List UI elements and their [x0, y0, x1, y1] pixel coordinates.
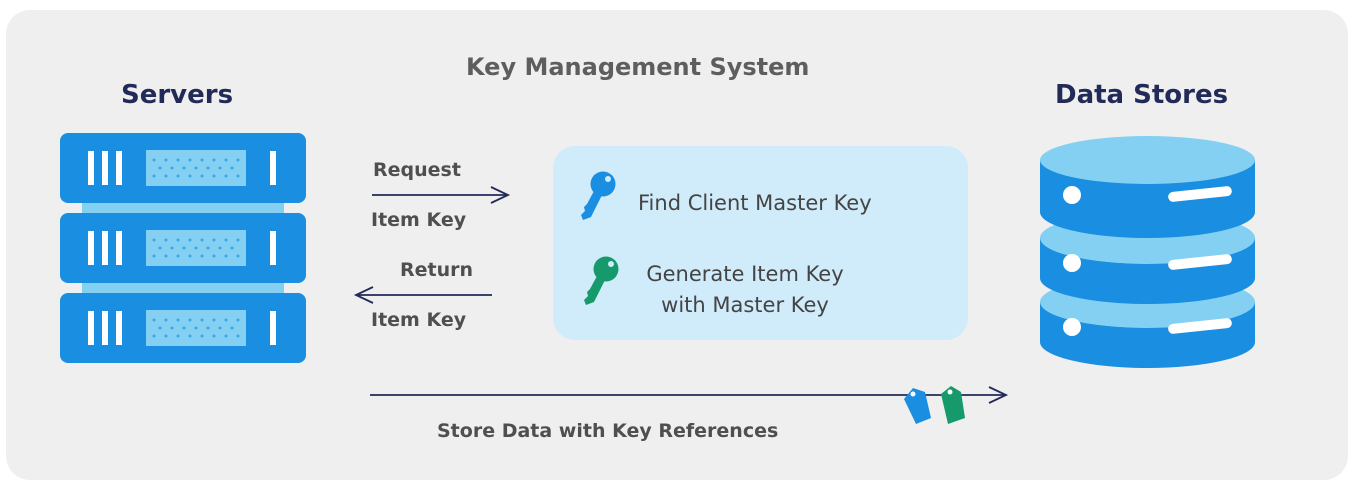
request-arrow: [372, 186, 511, 204]
find-master-key-text: Find Client Master Key: [638, 191, 872, 215]
server-unit-3: [60, 293, 306, 363]
store-arrow: [370, 386, 1009, 404]
return-arrow: [353, 286, 492, 304]
server-unit-1: [60, 133, 306, 203]
return-label-line1: Return: [400, 259, 474, 281]
tag-icon: [904, 386, 965, 424]
kms-box: [553, 146, 968, 340]
server-rack-icon: [60, 133, 306, 363]
green-tag: [941, 386, 965, 424]
request-label-line2: Item Key: [371, 209, 467, 231]
generate-item-key-line1: Generate Item Key: [646, 262, 844, 286]
database-icon: [1040, 136, 1255, 368]
servers-heading: Servers: [121, 80, 234, 110]
server-unit-2: [60, 213, 306, 283]
green-key-icon: [584, 256, 619, 305]
blue-tag: [904, 388, 931, 424]
database-layer-1: [1040, 136, 1255, 238]
generate-item-key-line2: with Master Key: [661, 293, 829, 317]
request-label-line1: Request: [373, 159, 461, 181]
store-data-label: Store Data with Key References: [437, 420, 779, 442]
return-label-line2: Item Key: [371, 309, 467, 331]
blue-key-icon: [581, 171, 616, 220]
kms-title: Key Management System: [466, 53, 810, 81]
data-stores-heading: Data Stores: [1055, 80, 1229, 110]
